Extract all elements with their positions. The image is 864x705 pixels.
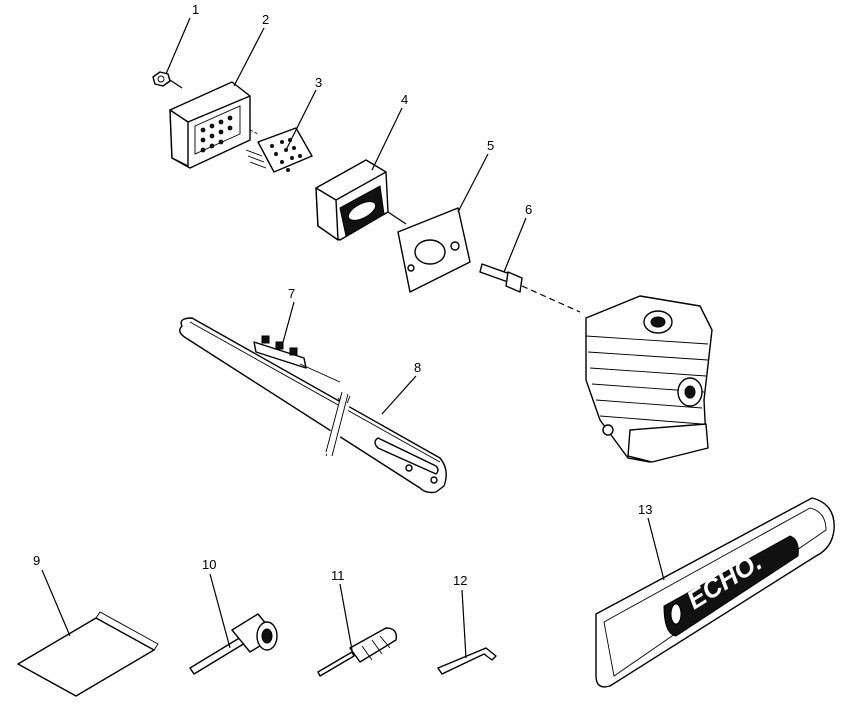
part-13-bar-cover: ECHO. — [595, 497, 835, 688]
part-3-spark-screen — [245, 127, 313, 173]
callout-3: 3 — [315, 75, 322, 90]
callout-11: 11 — [331, 568, 345, 583]
callout-6: 6 — [525, 202, 532, 217]
part-8-guide-bar — [179, 317, 447, 494]
callout-10: 10 — [202, 557, 216, 572]
part-4-muffler-body — [315, 159, 407, 241]
leader-lines — [41, 17, 665, 659]
part-11-screwdriver — [317, 627, 397, 677]
callout-7: 7 — [288, 286, 295, 301]
callout-labels: 1 2 3 4 5 6 7 8 9 10 11 12 13 — [33, 2, 652, 588]
part-9-manual — [17, 611, 159, 697]
part-2-muffler-cover — [169, 81, 251, 169]
part-1-nut — [152, 71, 183, 89]
part-6-bolt — [479, 263, 581, 313]
callout-4: 4 — [401, 92, 408, 107]
part-10-t-wrench — [189, 613, 278, 675]
callout-1: 1 — [192, 2, 199, 17]
callout-8: 8 — [414, 360, 421, 375]
callout-2: 2 — [262, 12, 269, 27]
engine-cylinder — [585, 295, 713, 463]
callout-12: 12 — [453, 573, 467, 588]
callout-13: 13 — [638, 502, 652, 517]
callout-5: 5 — [487, 138, 494, 153]
part-5-gasket — [397, 207, 471, 293]
part-7-saw-chain — [253, 335, 341, 383]
callout-9: 9 — [33, 553, 40, 568]
part-12-hex-wrench — [437, 647, 497, 675]
